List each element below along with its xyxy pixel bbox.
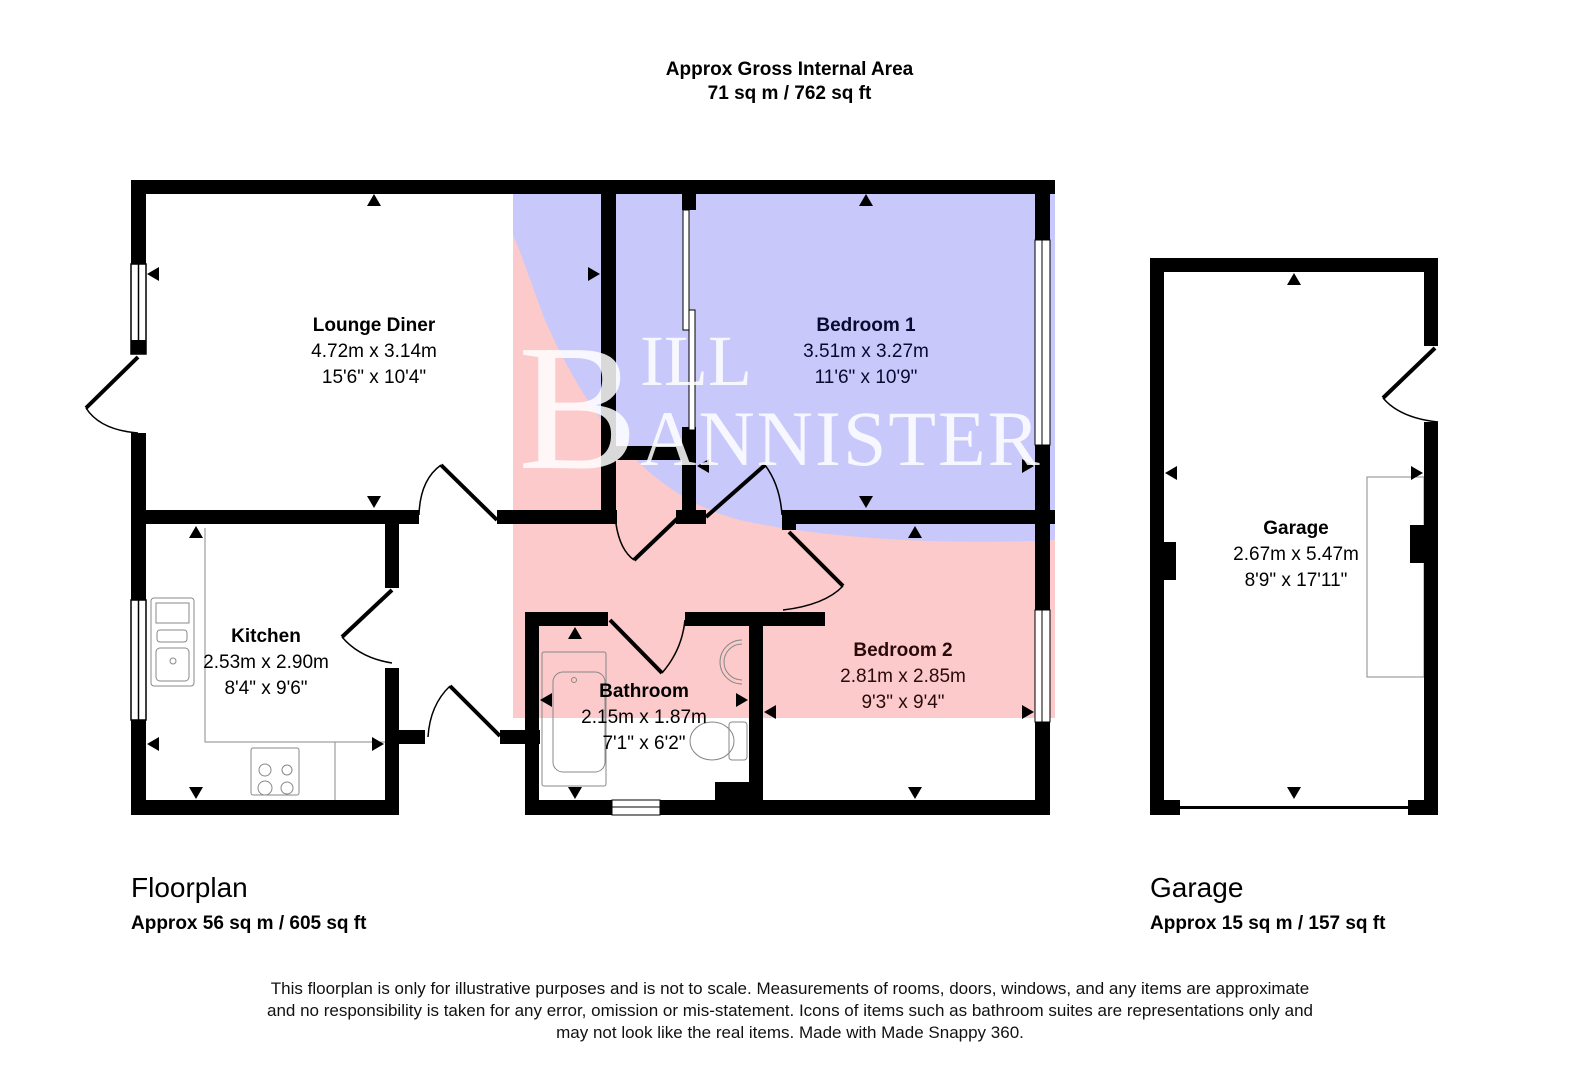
room-bedroom-1: Bedroom 1 3.51m x 3.27m 11'6" x 10'9" bbox=[803, 313, 929, 391]
fixtures bbox=[150, 476, 1425, 800]
room-bedroom-2: Bedroom 2 2.81m x 2.85m 9'3" x 9'4" bbox=[840, 638, 966, 716]
garage-door bbox=[1381, 346, 1439, 423]
room-imperial: 9'3" x 9'4" bbox=[861, 692, 945, 713]
disclaimer-line-1: This floorplan is only for illustrative … bbox=[270, 979, 1310, 998]
walls-garage bbox=[1150, 258, 1438, 815]
room-name: Bathroom bbox=[599, 681, 689, 702]
room-metric: 3.51m x 3.27m bbox=[803, 341, 929, 362]
room-garage: Garage 2.67m x 5.47m 8'9" x 17'11" bbox=[1233, 516, 1359, 594]
room-metric: 2.53m x 2.90m bbox=[203, 652, 329, 673]
room-name: Kitchen bbox=[231, 626, 301, 647]
room-imperial: 8'9" x 17'11" bbox=[1244, 570, 1348, 591]
walls-main bbox=[130, 180, 1055, 816]
gross-area-title: Approx Gross Internal Area bbox=[665, 59, 914, 80]
garage-section-area: Approx 15 sq m / 157 sq ft bbox=[1150, 913, 1386, 934]
floorplan-section-area: Approx 56 sq m / 605 sq ft bbox=[131, 913, 367, 934]
room-kitchen: Kitchen 2.53m x 2.90m 8'4" x 9'6" bbox=[203, 624, 329, 702]
disclaimer-line-2: and no responsibility is taken for any e… bbox=[267, 1001, 1313, 1020]
svg-text:ANNISTER: ANNISTER bbox=[640, 395, 1042, 482]
garage-section-title: Garage bbox=[1150, 872, 1244, 903]
toilet-icon bbox=[728, 721, 748, 761]
room-name: Garage bbox=[1263, 518, 1329, 539]
hob-icon bbox=[250, 747, 300, 796]
bath-icon bbox=[541, 651, 607, 787]
room-lounge-diner: Lounge Diner 4.72m x 3.14m 15'6" x 10'4" bbox=[311, 313, 437, 391]
watermark-text: B ILL ANNISTER bbox=[518, 308, 1042, 507]
gross-area-value: 71 sq m / 762 sq ft bbox=[707, 83, 872, 104]
room-metric: 2.15m x 1.87m bbox=[581, 707, 707, 728]
room-name: Bedroom 1 bbox=[816, 315, 916, 336]
dimension-arrows bbox=[147, 194, 1423, 799]
room-name: Bedroom 2 bbox=[853, 640, 953, 661]
room-metric: 2.67m x 5.47m bbox=[1233, 544, 1359, 565]
gross-area-header: Approx Gross Internal Area 71 sq m / 762… bbox=[0, 58, 1579, 106]
sink-icon bbox=[150, 597, 195, 687]
svg-text:B: B bbox=[518, 308, 638, 507]
svg-text:ILL: ILL bbox=[640, 321, 752, 401]
room-imperial: 7'1" x 6'2" bbox=[602, 733, 686, 754]
room-name: Lounge Diner bbox=[312, 315, 436, 336]
floorplan-section-title: Floorplan bbox=[131, 872, 248, 903]
room-imperial: 8'4" x 9'6" bbox=[224, 678, 308, 699]
disclaimer-line-3: may not look like the real items. Made w… bbox=[556, 1023, 1024, 1042]
room-imperial: 11'6" x 10'9" bbox=[814, 367, 918, 388]
doors bbox=[84, 355, 845, 738]
room-bathroom: Bathroom 2.15m x 1.87m 7'1" x 6'2" bbox=[581, 679, 707, 757]
disclaimer: This floorplan is only for illustrative … bbox=[180, 978, 1400, 1044]
room-metric: 4.72m x 3.14m bbox=[311, 341, 437, 362]
room-imperial: 15'6" x 10'4" bbox=[321, 367, 427, 388]
room-metric: 2.81m x 2.85m bbox=[840, 666, 966, 687]
basin-icon bbox=[719, 639, 743, 685]
